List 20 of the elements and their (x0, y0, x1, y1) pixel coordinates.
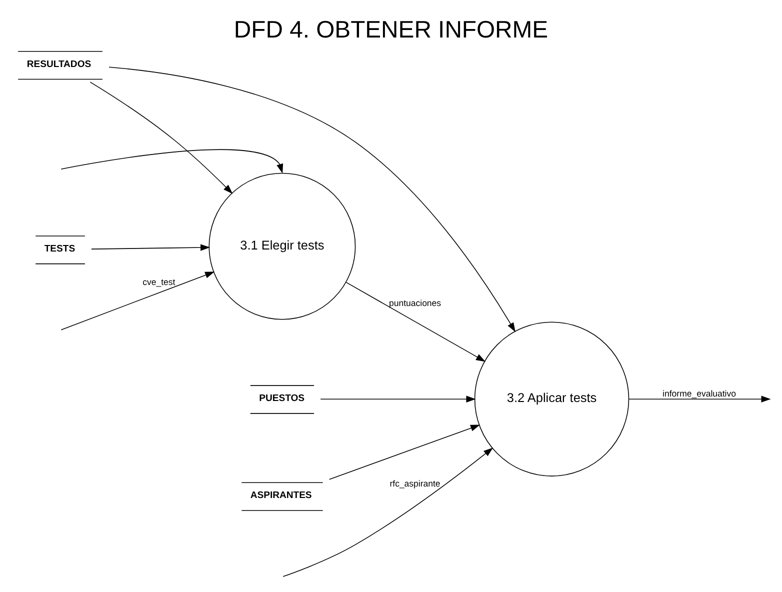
edge-label: cve_test (142, 277, 176, 288)
diagram-title: DFD 4. OBTENER INFORME (234, 16, 548, 44)
node-text: PUESTOS (259, 393, 305, 404)
arrow (320, 396, 476, 402)
edge-label: informe_evaluativo (662, 388, 736, 399)
arrow (60, 272, 215, 330)
arrow (60, 149, 284, 174)
arrow (91, 244, 210, 251)
node-text: ASPIRANTES (250, 490, 312, 502)
arrow (328, 424, 480, 480)
arrow (346, 282, 486, 362)
arrow (282, 448, 494, 577)
edge-label: rfc_aspirante (390, 478, 440, 488)
arrow (108, 66, 516, 332)
node-text: TESTS (44, 244, 76, 255)
node-circle: 3.1 Elegir tests (208, 172, 356, 320)
arrow (628, 396, 771, 402)
arrow (90, 82, 233, 194)
edge-label: puntuaciones (388, 298, 442, 308)
node-text: RESULTADOS (26, 58, 92, 70)
